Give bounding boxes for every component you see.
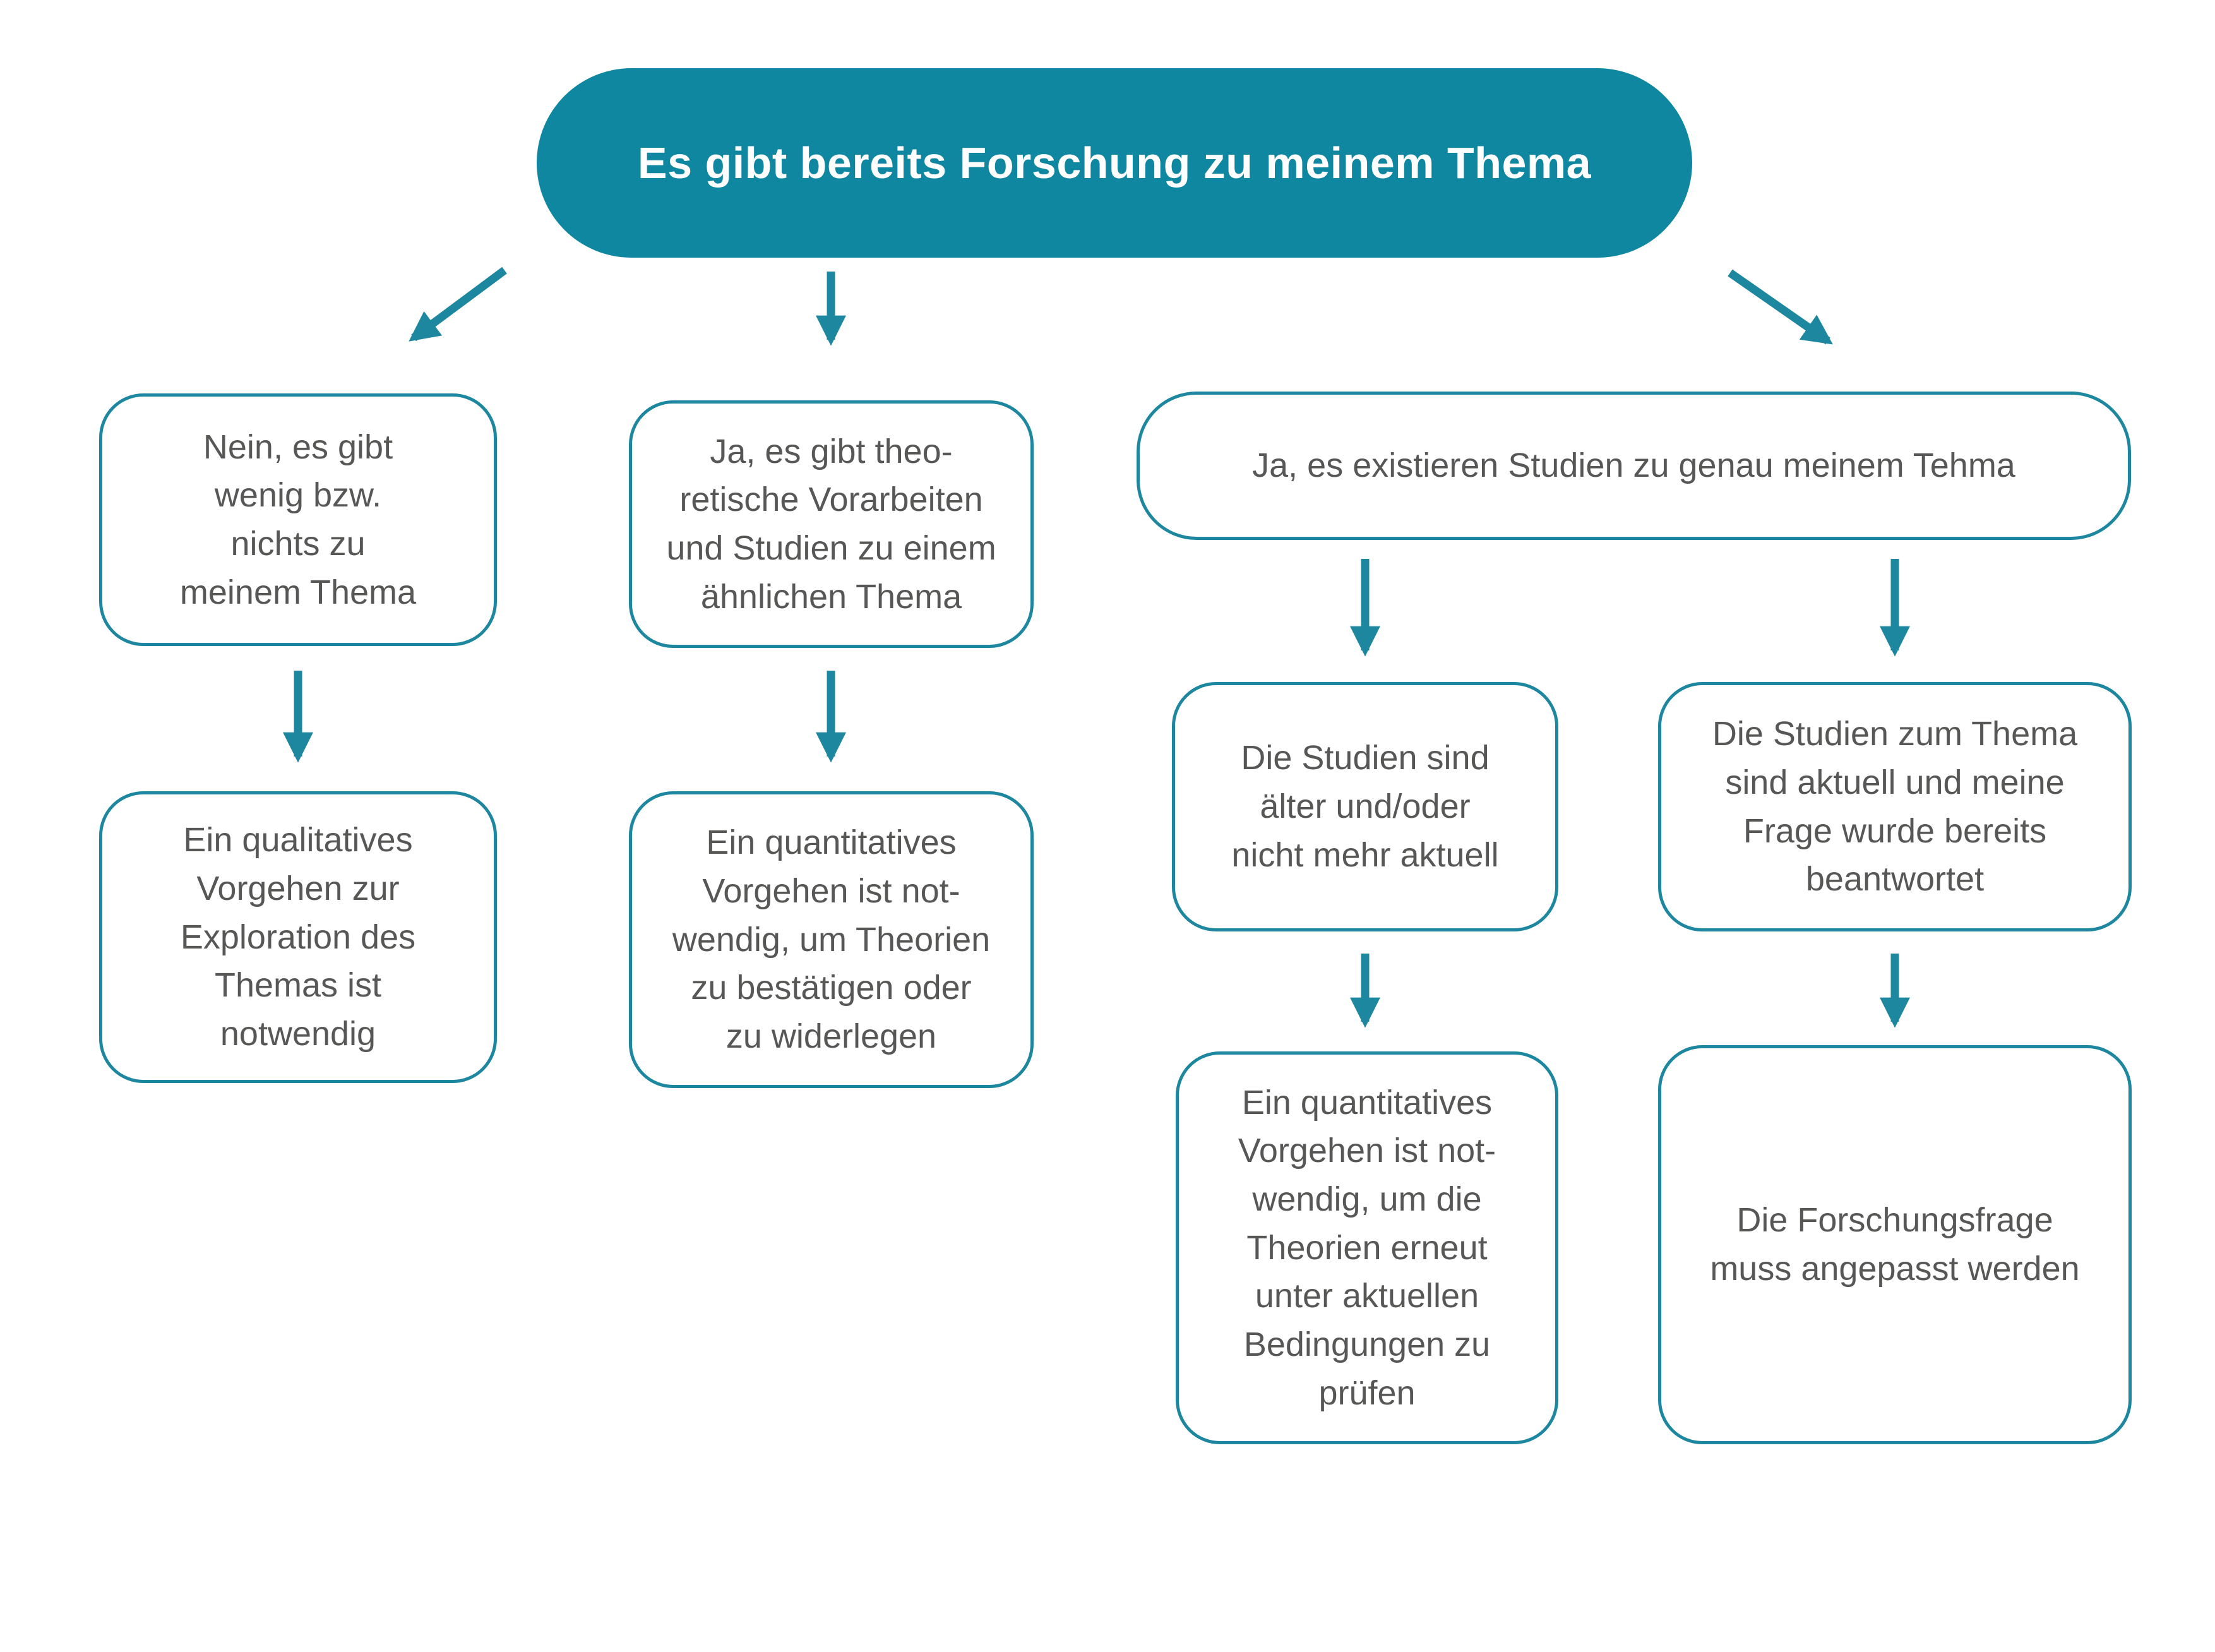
node-quantitative-confirm: Ein quantitatives Vorgehen ist not- wend…	[629, 791, 1034, 1088]
node-no-research: Nein, es gibt wenig bzw. nichts zu meine…	[99, 393, 497, 646]
node-similar-research: Ja, es gibt theo- retische Vorarbeiten u…	[629, 400, 1034, 648]
node-root-research-exists: Es gibt bereits Forschung zu meinem Them…	[537, 68, 1692, 258]
arrow-root-to-no-research	[409, 266, 507, 342]
node-adjust-research-question: Die Forschungsfrage muss angepasst werde…	[1658, 1045, 2132, 1444]
node-exact-studies: Ja, es existieren Studien zu genau meine…	[1137, 392, 2131, 540]
node-studies-current: Die Studien zum Thema sind aktuell und m…	[1658, 682, 2132, 931]
node-studies-outdated: Die Studien sind älter und/oder nicht me…	[1172, 682, 1558, 931]
arrow-root-to-exact	[1728, 269, 1833, 345]
node-quantitative-retest: Ein quantitatives Vorgehen ist not- wend…	[1176, 1051, 1558, 1444]
node-qualitative-approach: Ein qualitatives Vorgehen zur Exploratio…	[99, 791, 497, 1083]
